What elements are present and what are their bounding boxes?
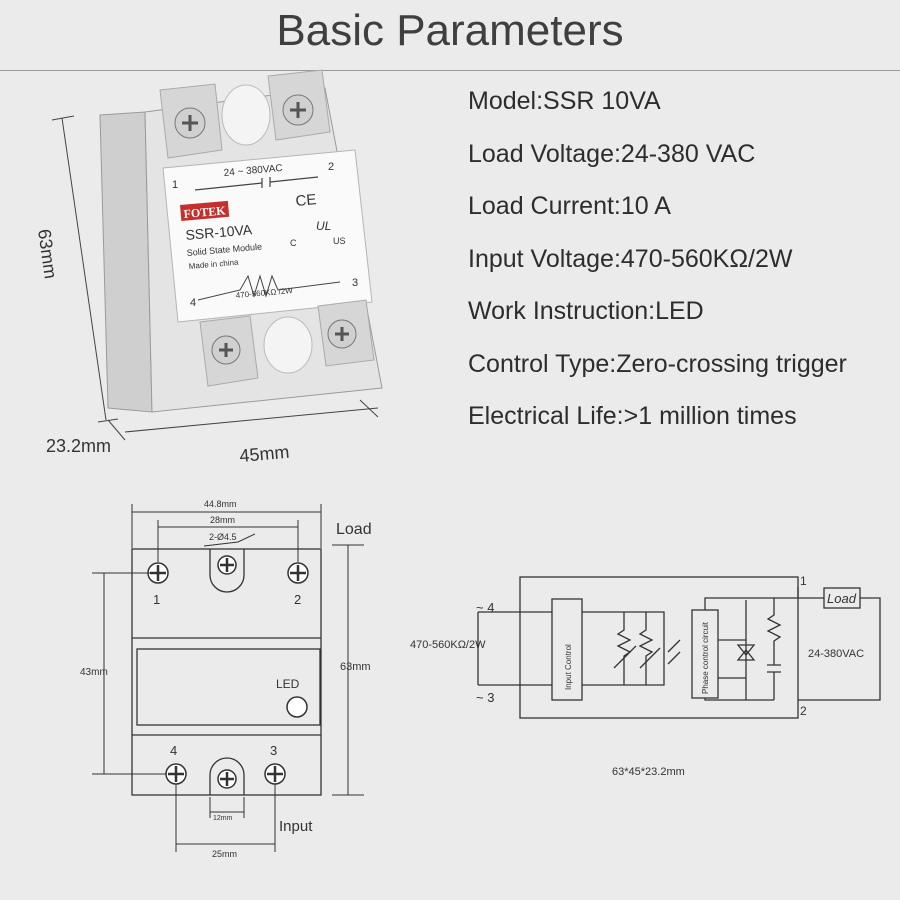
drawing-screw-3-icon bbox=[264, 763, 286, 785]
photo-origin: Made in china bbox=[188, 258, 239, 271]
drawing-terminal-2: 2 bbox=[294, 592, 301, 607]
ce-mark-icon: CE bbox=[295, 191, 317, 210]
param-model: Model:SSR 10VA bbox=[468, 87, 661, 115]
dim-overall-width: 44.8mm bbox=[204, 499, 237, 509]
circuit-load: Load bbox=[827, 591, 857, 606]
circuit-terminal-1: 1 bbox=[800, 574, 807, 588]
parameter-list: Model:SSR 10VA Load Voltage:24-380 VAC L… bbox=[468, 86, 847, 454]
photo-rating: 24 ~ 380VAC bbox=[223, 163, 283, 179]
photo-brand: FOTEK bbox=[183, 203, 227, 221]
photo-model: SSR-10VA bbox=[185, 221, 253, 243]
circuit-input-control: Input Control bbox=[564, 644, 573, 690]
drawing-terminal-4: 4 bbox=[170, 743, 177, 758]
ul-us-mark: US bbox=[333, 236, 346, 246]
brand-badge bbox=[180, 200, 230, 221]
circuit-dimensions: 63*45*23.2mm bbox=[612, 766, 685, 778]
dim-bottom-spacing: 25mm bbox=[212, 849, 237, 859]
circuit-input-pos: ~ 4 bbox=[476, 600, 494, 615]
circuit-voltage: 24-380VAC bbox=[808, 648, 864, 660]
drawing-input-label: Input bbox=[279, 818, 313, 835]
ul-c-mark: C bbox=[290, 238, 297, 248]
dim-line-width bbox=[124, 407, 379, 433]
drawing-led-label: LED bbox=[276, 677, 300, 691]
drawing-terminal-1: 1 bbox=[153, 592, 160, 607]
ul-mark-icon: UL bbox=[316, 219, 331, 233]
param-input-voltage: Input Voltage:470-560KΩ/2W bbox=[468, 244, 793, 273]
bottom-slot-icon bbox=[263, 316, 313, 374]
dim-height-inner: 43mm bbox=[80, 667, 108, 678]
photo-terminal-4: 4 bbox=[190, 297, 196, 309]
drawing-load-label: Load bbox=[336, 521, 372, 538]
photo-terminal-2: 2 bbox=[328, 161, 334, 173]
circuit-input-neg: ~ 3 bbox=[476, 690, 494, 705]
drawing-screw-top-center-icon bbox=[217, 555, 237, 575]
param-electrical-life: Electrical Life:>1 million times bbox=[468, 402, 797, 430]
dim-hole-spec: 2-Ø4.5 bbox=[209, 532, 237, 542]
dim-slot-width: 12mm bbox=[213, 815, 233, 822]
dim-hole-spacing: 28mm bbox=[210, 515, 235, 525]
dim-height-outer: 63mm bbox=[340, 661, 371, 673]
circuit-input-value: 470-560KΩ/2W bbox=[410, 639, 486, 651]
drawing-terminal-3: 3 bbox=[270, 743, 277, 758]
param-load-current: Load Current:10 A bbox=[468, 192, 671, 220]
drawing-screw-2-icon bbox=[287, 562, 309, 584]
circuit-phase-control: Phase control circuit bbox=[701, 621, 710, 694]
drawing-screw-bottom-center-icon bbox=[217, 769, 237, 789]
param-load-voltage: Load Voltage:24-380 VAC bbox=[468, 139, 756, 168]
photo-dim-depth: 23.2mm bbox=[46, 436, 111, 456]
module-label bbox=[162, 149, 373, 323]
dim-line-height bbox=[61, 117, 107, 421]
page-title: Basic Parameters bbox=[276, 6, 624, 55]
dim-line-depth bbox=[107, 419, 126, 441]
led-indicator-icon bbox=[286, 696, 308, 718]
param-control-type: Control Type:Zero-crossing trigger bbox=[468, 349, 847, 378]
photo-dim-width: 45mm bbox=[239, 442, 291, 466]
title-divider bbox=[0, 70, 900, 71]
drawing-screw-1-icon bbox=[147, 562, 169, 584]
circuit-terminal-2: 2 bbox=[800, 704, 807, 718]
param-work-instruction: Work Instruction:LED bbox=[468, 297, 704, 325]
photo-terminal-3: 3 bbox=[352, 277, 358, 289]
top-slot-icon bbox=[221, 84, 271, 146]
photo-terminal-1: 1 bbox=[172, 179, 178, 191]
